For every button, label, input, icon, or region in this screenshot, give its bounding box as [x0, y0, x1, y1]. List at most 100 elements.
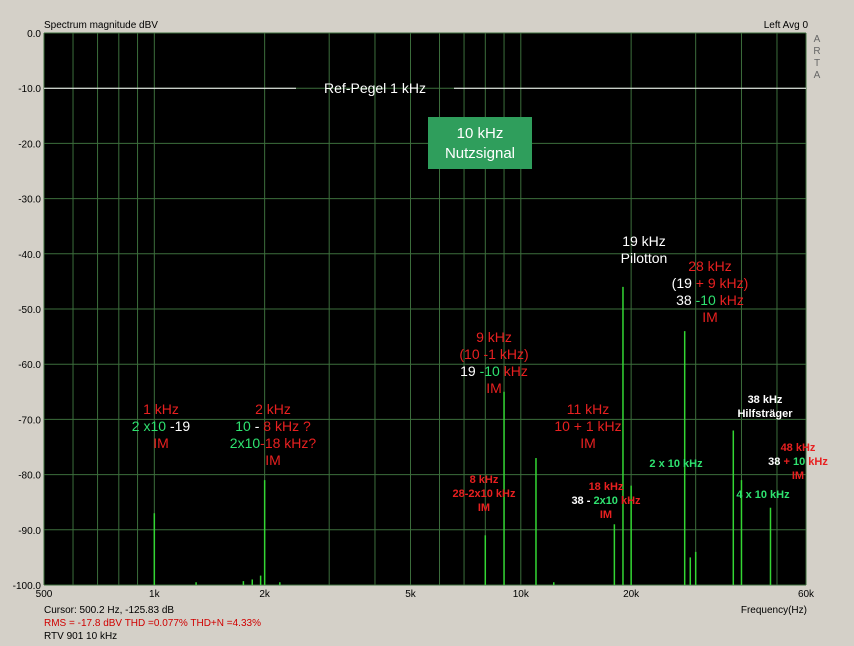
x-tick-label: 10k [513, 589, 530, 600]
peak-annotation-line: 10 - 8 kHz ? [235, 418, 311, 434]
annotation-segment: + 9 kHz) [692, 275, 748, 291]
measurement-name: RTV 901 10 kHz [44, 631, 118, 642]
annotation-segment: 8 kHz [470, 474, 499, 486]
annotation-segment: 18 kHz [589, 481, 624, 493]
x-tick-label: 60k [798, 589, 815, 600]
peak-annotation-line: IM [600, 509, 612, 521]
y-tick-label: -60.0 [18, 360, 41, 371]
y-tick-label: 0.0 [27, 29, 41, 40]
peak-annotation-line: IM [580, 435, 596, 451]
annotation-segment: 38 [676, 292, 692, 308]
y-tick-label: -10.0 [18, 84, 41, 95]
peak-annotation-line: IM [486, 380, 502, 396]
peak-annotation-line: 38 + 10 kHz [768, 456, 828, 468]
annotation-segment: 11 kHz [567, 401, 610, 417]
annotation-segment: IM [792, 470, 804, 482]
arta-letter: T [813, 58, 821, 69]
arta-letter: A [813, 70, 821, 81]
annotation-segment: 19 [460, 363, 476, 379]
annotation-segment: 4 x 10 kHz [736, 489, 790, 501]
annotation-segment: 9 kHz [476, 329, 512, 345]
badge-text: Nutzsignal [445, 145, 515, 162]
y-tick-label: -50.0 [18, 305, 41, 316]
annotation-segment: 2x10 [230, 435, 261, 451]
peak-annotation-line: 10 + 1 kHz [554, 418, 621, 434]
y-tick-label: -40.0 [18, 250, 41, 261]
annotation-segment: 1 kHz [143, 401, 179, 417]
badge-box [428, 117, 532, 169]
peak-annotation-line: (19 + 9 kHz) [672, 275, 749, 291]
annotation-segment: 2 x 10 kHz [649, 458, 703, 470]
y-tick-label: -70.0 [18, 415, 41, 426]
annotation-segment: kHz [618, 495, 641, 507]
peak-annotation-line: 2 kHz [255, 401, 291, 417]
annotation-segment: IM [486, 380, 502, 396]
annotation-segment: 48 kHz [781, 442, 816, 454]
y-tick-label: -20.0 [18, 139, 41, 150]
annotation-segment: - [251, 418, 263, 434]
peak-annotation-line: 48 kHz [781, 442, 816, 454]
arta-letter: R [813, 46, 821, 57]
annotation-segment: IM [153, 435, 169, 451]
annotation-segment: 19 kHz [622, 233, 666, 249]
annotation-segment: -19 [166, 418, 190, 434]
x-tick-label: 20k [623, 589, 640, 600]
annotation-segment: IM [478, 502, 490, 514]
annotation-segment: 2x10 [593, 495, 617, 507]
peak-annotation-line: Pilotton [621, 250, 668, 266]
arta-letter: A [813, 34, 821, 45]
x-tick-label: 500 [36, 589, 53, 600]
x-axis-label: Frequency(Hz) [741, 605, 807, 616]
annotation-segment: 10 [235, 418, 251, 434]
annotation-segment: 10 [793, 456, 805, 468]
annotation-segment: Hilfsträger [737, 408, 793, 420]
arta-logo: A R T A [812, 34, 822, 82]
annotation-segment: + [780, 456, 793, 468]
annotation-segment: 2 x [132, 418, 151, 434]
annotation-segment: kHz [716, 292, 744, 308]
annotation-segment: 38 kHz [748, 394, 783, 406]
annotation-segment: -10 [692, 292, 716, 308]
peak-annotation-line: Hilfsträger [737, 408, 793, 420]
peak-annotation-line: 4 x 10 kHz [736, 489, 790, 501]
annotation-segment: 2 kHz [255, 401, 291, 417]
annotation-segment: -10 [476, 363, 500, 379]
peak-annotation-line: IM [702, 309, 718, 325]
annotation-segment: IM [265, 452, 281, 468]
peak-annotation-line: IM [478, 502, 490, 514]
y-tick-label: -30.0 [18, 195, 41, 206]
x-tick-label: 2k [259, 589, 271, 600]
annotation-segment: 10 [150, 418, 166, 434]
annotation-segment: 28 kHz [688, 258, 732, 274]
channel-average-label: Left Avg 0 [763, 20, 808, 31]
ref-line-label: Ref-Pegel 1 kHz [324, 80, 426, 96]
annotation-segment: 38 [768, 456, 780, 468]
x-tick-label: 1k [149, 589, 161, 600]
y-tick-label: -80.0 [18, 471, 41, 482]
annotation-segment: -18 kHz? [260, 435, 316, 451]
peak-annotation-line: 19 -10 kHz [460, 363, 528, 379]
peak-annotation-line: 2x10-18 kHz? [230, 435, 317, 451]
annotation-segment: kHz [805, 456, 828, 468]
x-tick-label: 5k [405, 589, 417, 600]
peak-annotation-line: 28-2x10 kHz [453, 488, 516, 500]
annotation-segment: Pilotton [621, 250, 668, 266]
cursor-readout: Cursor: 500.2 Hz, -125.83 dB [44, 605, 175, 616]
badge-text: 10 kHz [457, 125, 504, 142]
annotation-segment: 8 kHz ? [263, 418, 311, 434]
annotation-segment: 38 - [571, 495, 593, 507]
reference-level: Ref-Pegel 1 kHz [44, 80, 806, 96]
x-axis-ticks: 500 1k 2k 5k 10k 20k 60k [36, 589, 815, 600]
peak-annotation-line: 38 -10 kHz [676, 292, 744, 308]
spectrum-trace [153, 286, 772, 585]
annotation-segment: IM [580, 435, 596, 451]
peak-annotation-line: IM [153, 435, 169, 451]
rms-thd-readout: RMS = -17.8 dBV THD =0.077% THD+N =4.33% [44, 618, 261, 629]
annotation-segment: IM [600, 509, 612, 521]
y-axis-ticks: 0.0 -10.0 -20.0 -30.0 -40.0 -50.0 -60.0 -70.0 -8… [13, 29, 42, 592]
y-tick-label: -100.0 [13, 581, 42, 592]
